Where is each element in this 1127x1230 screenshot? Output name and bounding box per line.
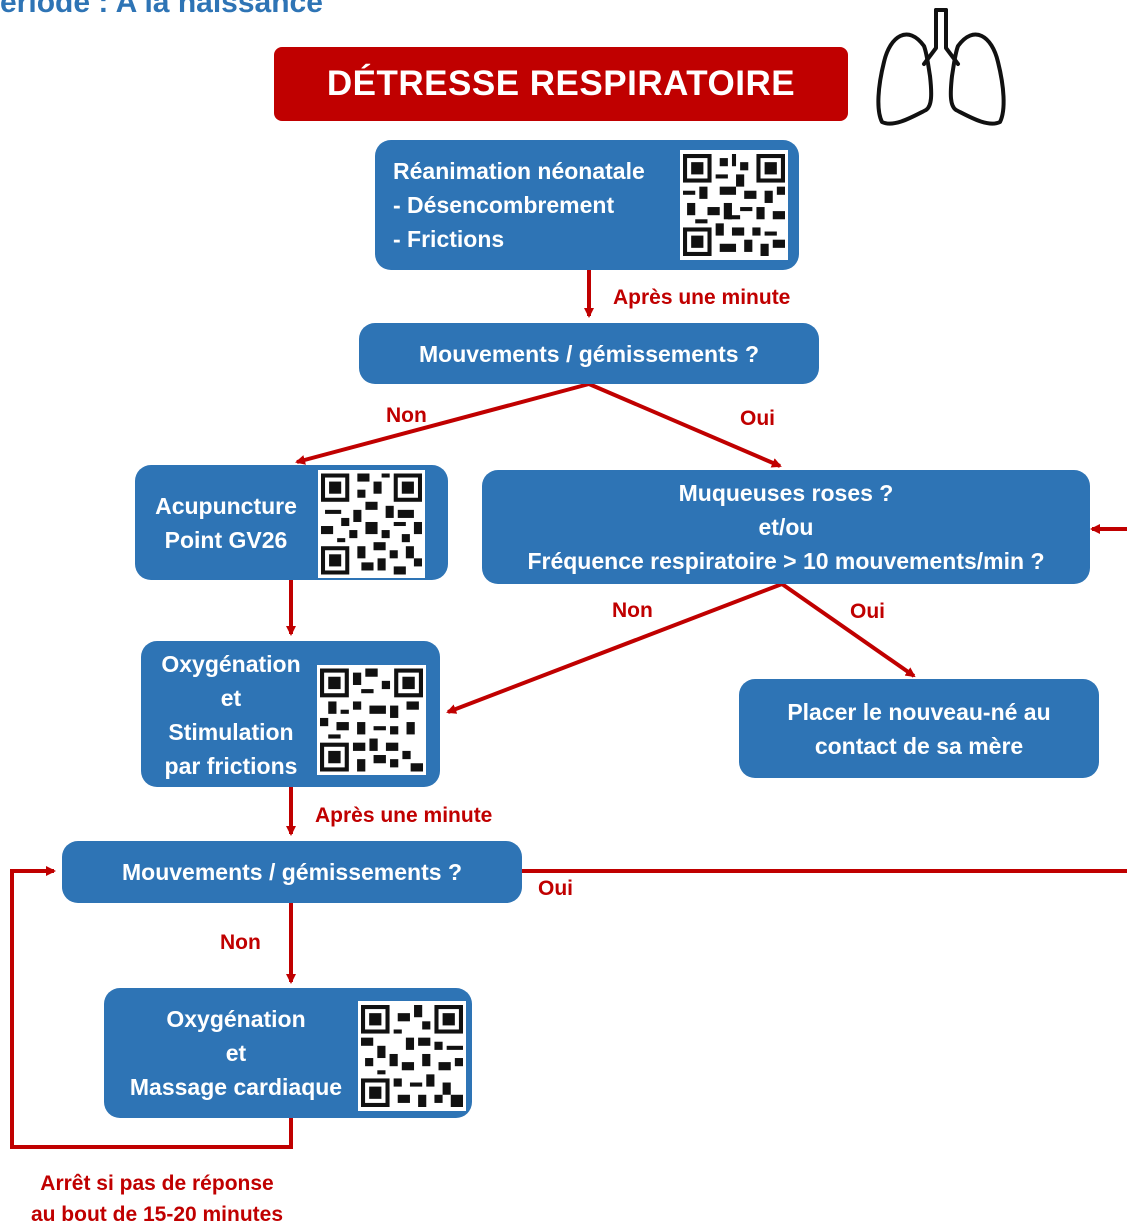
oxygenation-stimulation-box: Oxygénation et Stimulation par frictions [141,641,440,787]
label-non-1: Non [386,404,427,427]
oxygenation-stim-line3: Stimulation [168,719,294,745]
oxygenation-stim-line2: et [220,685,242,711]
qr-code-icon [361,1005,463,1107]
label-arret: Arrêt si pas de réponse au bout de 15-20… [12,1168,302,1230]
oxygenation-stim-line1: Oxygénation [161,651,301,677]
qr-code-icon [683,154,785,256]
muqueuses-box: Muqueuses roses ? et/ou Fréquence respir… [482,470,1090,584]
label-oui-1: Oui [740,407,775,430]
label-apres-une-minute-2: Après une minute [315,804,493,827]
placer-box: Placer le nouveau-né au contact de sa mè… [739,679,1099,778]
label-apres-une-minute-1: Après une minute [613,286,791,309]
placer-line1: Placer le nouveau-né au [787,698,1051,725]
qr-code-icon [321,473,422,575]
muqueuses-line3: Fréquence respiratoire > 10 mouvements/m… [527,548,1045,574]
label-oui-2: Oui [850,600,885,623]
label-oui-3: Oui [538,877,573,900]
reanimation-box: Réanimation néonatale - Désencombrement … [375,140,799,270]
arrow-oui-to-placer [780,582,916,678]
oxygenation-stim-line4: par frictions [164,753,298,779]
mouvements-box-1: Mouvements / gémissements ? [359,323,819,384]
title-banner: DÉTRESSE RESPIRATOIRE [274,47,848,121]
reanimation-title: Réanimation néonatale [393,158,645,184]
mouvements-box-2: Mouvements / gémissements ? [62,841,522,903]
oxygenation-massage-line1: Oxygénation [166,1006,306,1032]
reanimation-item-frictions: - Frictions [393,226,505,252]
section-header: ériode : A la naissance [0,0,323,19]
label-arret-line1: Arrêt si pas de réponse [40,1172,274,1195]
acupuncture-point: Point GV26 [164,527,288,553]
label-non-2: Non [612,599,653,622]
qr-code-icon [320,668,423,772]
reanimation-item-desencombrement: - Désencombrement [393,192,615,218]
lungs-icon [876,8,1006,126]
oxygenation-massage-line3: Massage cardiaque [129,1074,343,1100]
acupuncture-box: Acupuncture Point GV26 [135,465,448,580]
oxygenation-massage-box: Oxygénation et Massage cardiaque [104,988,472,1118]
oxygenation-massage-line2: et [225,1040,247,1066]
placer-line2: contact de sa mère [814,732,1024,759]
muqueuses-line2: et/ou [758,514,814,540]
muqueuses-line1: Muqueuses roses ? [678,480,894,506]
label-arret-line2: au bout de 15-20 minutes [30,1203,284,1226]
label-non-3: Non [220,931,261,954]
acupuncture-title: Acupuncture [155,493,297,519]
arrow-non-to-acupuncture [295,382,590,465]
